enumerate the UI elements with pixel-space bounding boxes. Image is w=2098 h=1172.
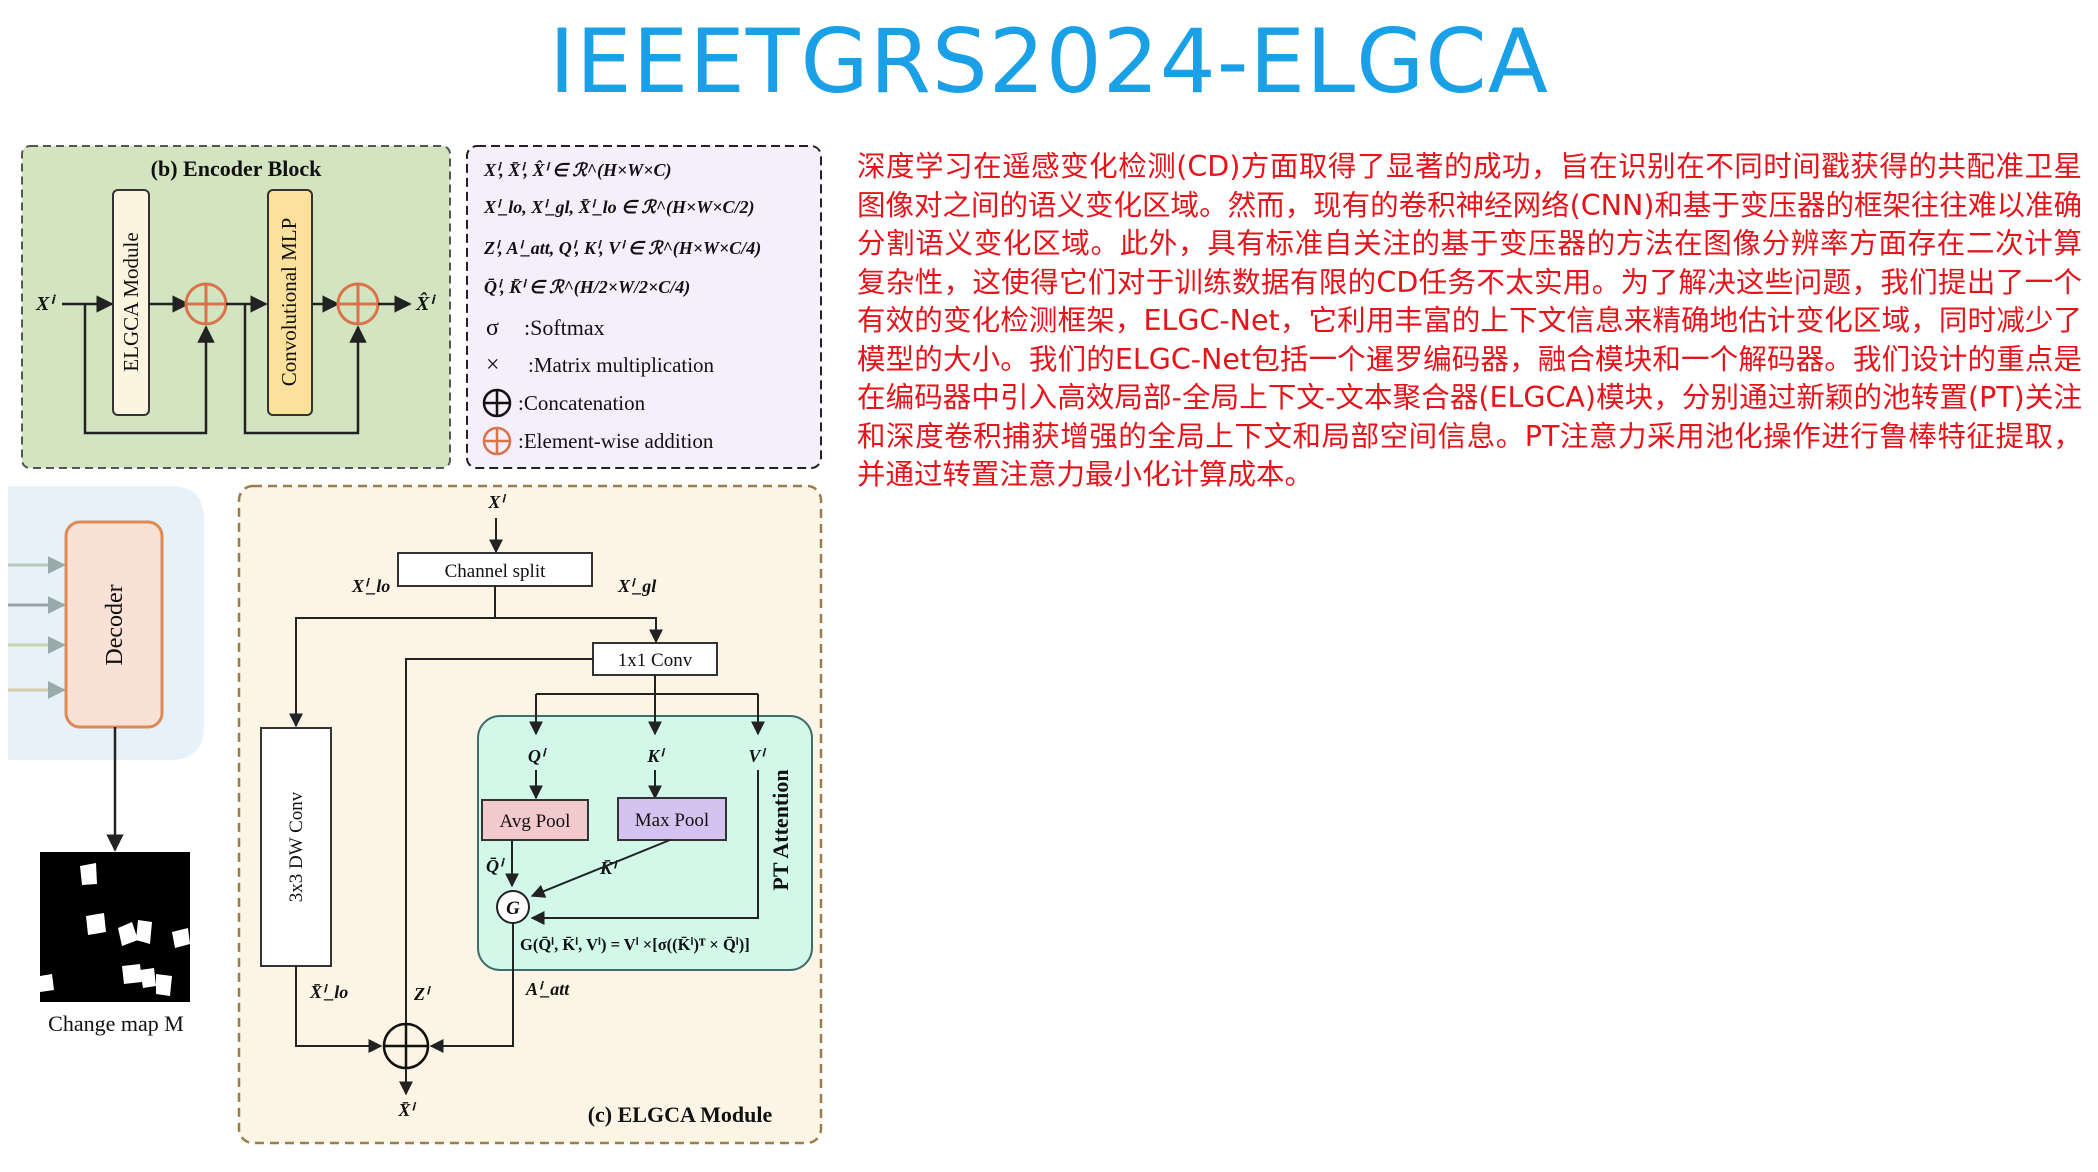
softmax-symbol: σ <box>486 315 499 341</box>
matmul-symbol: × <box>486 352 500 378</box>
matmul-label: :Matrix multiplication <box>528 353 715 377</box>
conv-1x1-box: 1x1 Conv <box>592 642 718 676</box>
q-bar-label: Q̄ⁱ <box>486 856 505 876</box>
softmax-label: :Softmax <box>524 315 605 340</box>
element-wise-addition-label: :Element-wise addition <box>518 429 714 453</box>
pt-attention-panel: PT Attention <box>477 715 813 971</box>
encoder-add-2-icon <box>336 282 380 326</box>
encoder-input-label: Xⁱ <box>35 293 56 315</box>
a-att-label: Aⁱ_att <box>525 979 570 999</box>
encoder-add-1-icon <box>184 282 228 326</box>
elgca-module-box: ELGCA Module <box>112 189 150 416</box>
max-pool-label: Max Pool <box>635 810 709 831</box>
x-lo-bar-label: X̄ⁱ_lo <box>309 982 348 1002</box>
g-operator-node: G <box>496 890 530 924</box>
legend-panel: Xⁱ, X̄ⁱ, X̂ⁱ ∈ ℛ^(H×W×C) Xⁱ_lo, Xⁱ_gl, X… <box>466 145 822 469</box>
conv-1x1-label: 1x1 Conv <box>618 650 693 671</box>
elgca-module-label: ELGCA Module <box>119 232 143 371</box>
avg-pool-label: Avg Pool <box>500 811 571 832</box>
encoder-block-panel: (b) Encoder Block Xⁱ ELGCA Module Convol… <box>21 145 451 469</box>
element-wise-addition-icon <box>482 426 512 456</box>
x-lo-label: Xⁱ_lo <box>351 576 390 596</box>
legend-line-1: Xⁱ, X̄ⁱ, X̂ⁱ ∈ ℛ^(H×W×C) <box>483 160 671 181</box>
elgca-output-label: X̄ⁱ <box>397 1100 416 1120</box>
z-label: Zⁱ <box>413 984 431 1004</box>
k-label: Kⁱ <box>646 746 665 766</box>
concatenation-icon <box>482 388 512 418</box>
channel-split-label: Channel split <box>445 561 547 582</box>
legend-line-4: Q̄ⁱ, K̄ⁱ ∈ ℛ^(H/2×W/2×C/4) <box>484 277 690 298</box>
channel-split-box: Channel split <box>397 552 593 587</box>
decoder-box: Decoder <box>64 520 164 729</box>
avg-pool-box: Avg Pool <box>481 799 589 841</box>
change-map-label: Change map M <box>48 1011 184 1036</box>
pt-attention-label: PT Attention <box>768 769 793 890</box>
decoder-panel: Decoder <box>8 486 204 852</box>
g-label: G <box>506 898 520 919</box>
dw-conv-box: 3x3 DW Conv <box>260 727 332 967</box>
change-map-image <box>40 852 190 1002</box>
q-label: Qⁱ <box>528 746 547 766</box>
concatenation-node-icon <box>382 1022 430 1070</box>
pt-formula: G(Q̄ⁱ, K̄ⁱ, Vⁱ) = Vⁱ ×[σ((K̄ⁱ)ᵀ × Q̄ⁱ)] <box>520 935 750 954</box>
dw-conv-label: 3x3 DW Conv <box>286 791 307 902</box>
legend-line-2: Xⁱ_lo, Xⁱ_gl, X̄ⁱ_lo ∈ ℛ^(H×W×C/2) <box>483 197 754 218</box>
v-label: Vⁱ <box>748 746 766 766</box>
page-title: IEEETGRS2024-ELGCA <box>549 10 1549 113</box>
x-gl-label: Xⁱ_gl <box>617 576 656 596</box>
encoder-output-label: X̂ⁱ <box>415 291 436 315</box>
paper-summary-text: 深度学习在遥感变化检测(CD)方面取得了显著的成功，旨在识别在不同时间戳获得的共… <box>857 150 2082 491</box>
encoder-block-title: (b) Encoder Block <box>151 156 322 181</box>
decoder-label: Decoder <box>102 584 128 665</box>
legend-line-3: Zⁱ, Aⁱ_att, Qⁱ, Kⁱ, Vⁱ ∈ ℛ^(H×W×C/4) <box>483 238 761 259</box>
max-pool-box: Max Pool <box>617 797 727 841</box>
elgca-module-title: (c) ELGCA Module <box>588 1102 773 1127</box>
concatenation-label: :Concatenation <box>518 391 646 415</box>
elgca-input-label: Xⁱ <box>487 492 506 512</box>
conv-mlp-box: Convolutional MLP <box>267 189 313 416</box>
conv-mlp-label: Convolutional MLP <box>277 218 301 387</box>
elgca-module-panel: (c) ELGCA Module Xⁱ Channel split Xⁱ_lo … <box>237 484 823 1145</box>
